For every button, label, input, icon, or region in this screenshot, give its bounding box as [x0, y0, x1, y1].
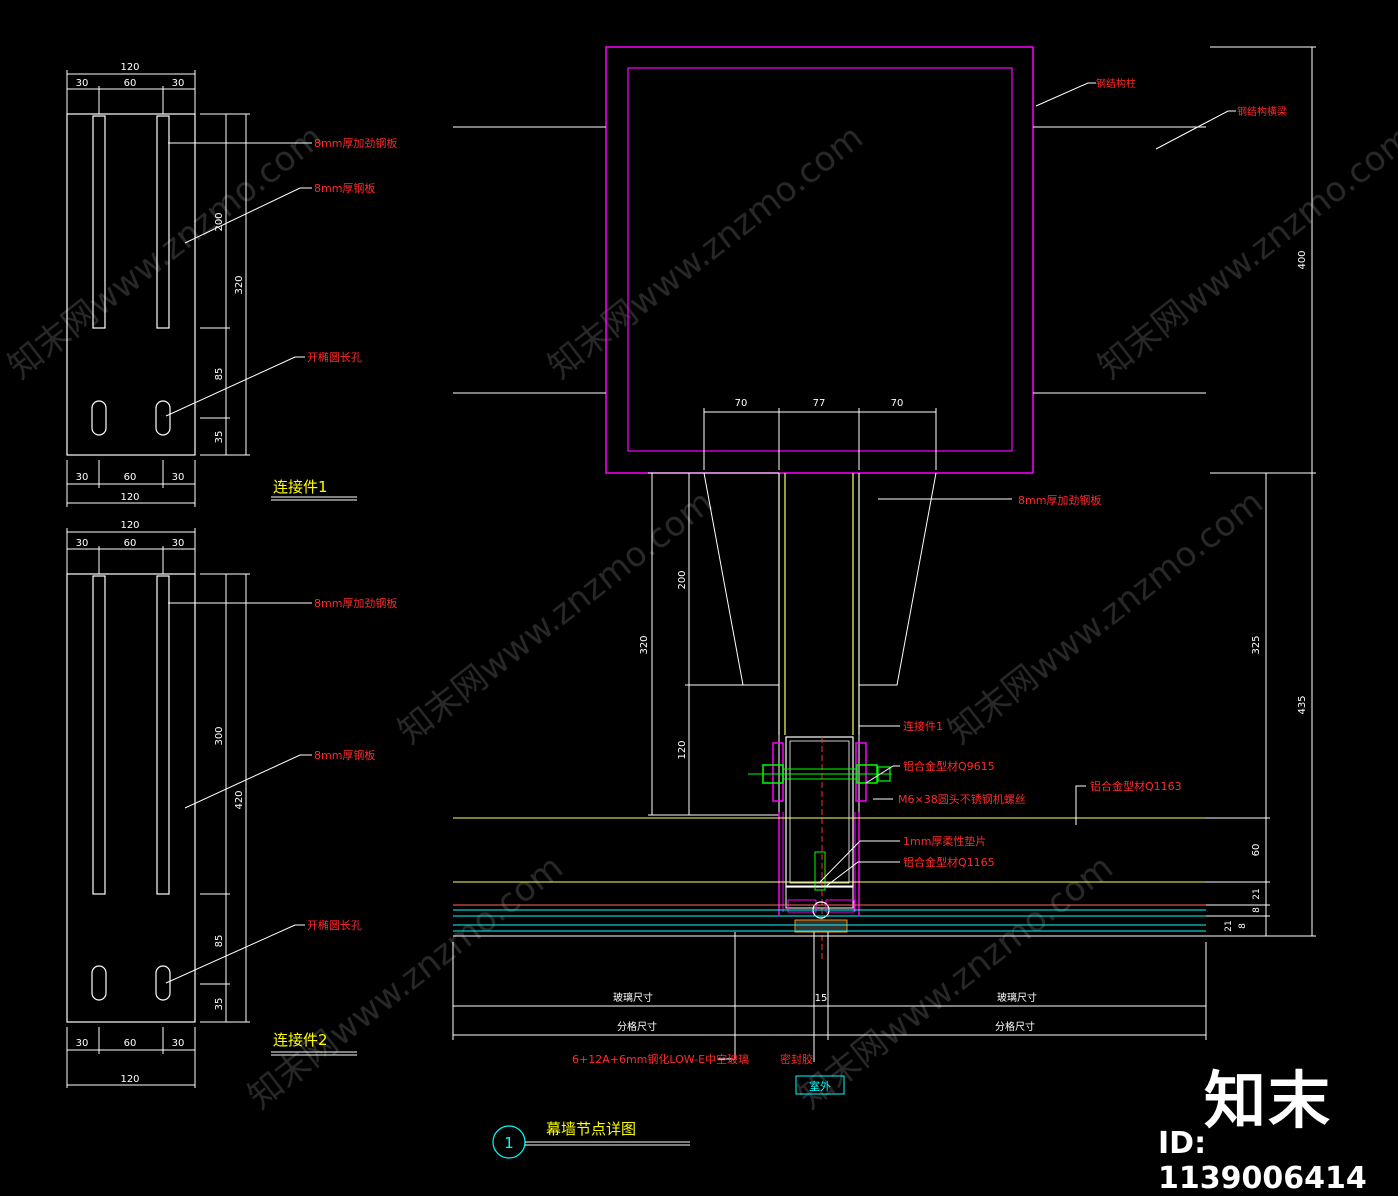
node-dim-60: 60 — [1251, 844, 1262, 857]
label-steel-column: 钢结构柱 — [1096, 77, 1136, 90]
label-glass: 6+12A+6mm钢化LOW-E中空玻璃 — [572, 1052, 749, 1066]
p1-dim-200: 200 — [214, 212, 225, 231]
curtain-wall-node-detail: 钢结构柱 钢结构横梁 70 77 70 8mm厚加劲钢板 — [452, 46, 1316, 1095]
svg-text:知末网www.znzmo.com: 知末网www.znzmo.com — [241, 847, 571, 1117]
node-top-dim-c: 70 — [891, 398, 904, 409]
p2-dim-85: 85 — [214, 935, 225, 948]
connector-1-title: 连接件1 — [273, 478, 328, 496]
p1-top-total: 120 — [120, 62, 139, 73]
p1-bot-total: 120 — [120, 492, 139, 503]
p2-dim-420: 420 — [234, 790, 245, 809]
p2-dim-35: 35 — [214, 998, 225, 1011]
svg-text:知末网www.znzmo.com: 知末网www.znzmo.com — [791, 847, 1121, 1117]
node-dim-320: 320 — [639, 635, 650, 654]
node-top-dim-a: 70 — [735, 398, 748, 409]
node-dim-325: 325 — [1251, 635, 1262, 654]
p2-label-plate: 8mm厚钢板 — [314, 748, 375, 762]
label-sealant: 密封胶 — [780, 1052, 813, 1066]
p1-label-stiffener: 8mm厚加劲钢板 — [314, 136, 397, 150]
node-dim-200: 200 — [677, 570, 688, 589]
p1-top-a: 30 — [76, 78, 89, 89]
svg-text:知末网www.znzmo.com: 知末网www.znzmo.com — [541, 117, 871, 387]
svg-text:知末网www.znzmo.com: 知末网www.znzmo.com — [1091, 117, 1398, 387]
p1-dim-35: 35 — [214, 431, 225, 444]
diagonal-watermark: 知末网www.znzmo.com 知末网www.znzmo.com 知末网www… — [1, 117, 1398, 1117]
node-dim-glass-right: 玻璃尺寸 — [997, 991, 1037, 1004]
p1-dim-85: 85 — [214, 368, 225, 381]
p1-top-b: 60 — [124, 78, 137, 89]
p2-top-c: 30 — [172, 538, 185, 549]
watermark-logo: 知末 — [1204, 1064, 1333, 1137]
p1-label-oval: 开椭圆长孔 — [307, 350, 362, 364]
p1-bot-b: 60 — [124, 472, 137, 483]
p2-label-stiffener: 8mm厚加劲钢板 — [314, 596, 397, 610]
connector-2-title: 连接件2 — [273, 1031, 328, 1049]
node-dim-120: 120 — [677, 740, 688, 759]
watermark-id: ID: 1139006414 — [1158, 1126, 1367, 1196]
p1-top-c: 30 — [172, 78, 185, 89]
insulated-glass — [453, 904, 1206, 937]
p1-bot-a: 30 — [76, 472, 89, 483]
p2-label-oval: 开椭圆长孔 — [307, 918, 362, 932]
label-connector-1: 连接件1 — [903, 720, 943, 733]
p1-dim-320: 320 — [234, 275, 245, 294]
p2-top-total: 120 — [120, 520, 139, 531]
node-dim-435: 435 — [1297, 695, 1308, 714]
label-profile-q1165: 铝合金型材Q1165 — [903, 855, 995, 869]
connector-2-drawing: 120 30 60 30 300 420 85 35 8mm厚加劲钢板 8mm厚… — [66, 520, 397, 1088]
p2-top-a: 30 — [76, 538, 89, 549]
drawing-title: 幕墙节点详图 — [546, 1120, 636, 1138]
node-dim-21b: 21 — [1224, 920, 1234, 931]
label-steel-beam: 钢结构横梁 — [1237, 105, 1287, 118]
p2-bot-a: 30 — [76, 1038, 89, 1049]
label-gasket: 1mm厚柔性垫片 — [903, 834, 986, 848]
title-block: 1 幕墙节点详图 — [492, 1120, 690, 1159]
label-node-stiffener: 8mm厚加劲钢板 — [1018, 493, 1101, 507]
steel-column — [605, 46, 1034, 474]
p1-label-plate: 8mm厚钢板 — [314, 181, 375, 195]
node-dim-grid-left: 分格尺寸 — [617, 1020, 657, 1033]
label-bolt: M6×38圆头不锈钢机螺丝 — [898, 792, 1026, 806]
p2-dim-300: 300 — [214, 726, 225, 745]
p1-bot-c: 30 — [172, 472, 185, 483]
node-dim-glass-left: 玻璃尺寸 — [613, 991, 653, 1004]
svg-text:知末网www.znzmo.com: 知末网www.znzmo.com — [391, 482, 721, 752]
exterior-tag: 室外 — [809, 1079, 831, 1093]
node-dim-gap: 15 — [815, 993, 828, 1004]
node-dim-8a: 8 — [1252, 907, 1262, 913]
aluminium-mullion — [785, 736, 854, 888]
node-dim-21a: 21 — [1252, 888, 1262, 899]
title-number: 1 — [504, 1134, 514, 1152]
node-dim-grid-right: 分格尺寸 — [995, 1020, 1035, 1033]
p2-bot-b: 60 — [124, 1038, 137, 1049]
p2-bot-total: 120 — [120, 1074, 139, 1085]
svg-text:知末网www.znzmo.com: 知末网www.znzmo.com — [1, 117, 331, 387]
label-mullion-q1163: 铝合金型材Q1163 — [1090, 779, 1182, 793]
connector-1-drawing: 120 30 60 30 200 320 85 35 8mm厚加 — [66, 62, 397, 507]
node-dim-400: 400 — [1297, 250, 1308, 269]
p2-top-b: 60 — [124, 538, 137, 549]
svg-text:知末网www.znzmo.com: 知末网www.znzmo.com — [941, 482, 1271, 752]
node-dim-8b: 8 — [1238, 923, 1248, 929]
node-top-dim-b: 77 — [813, 398, 826, 409]
label-profile-q9615: 铝合金型材Q9615 — [903, 759, 995, 773]
p2-bot-c: 30 — [172, 1038, 185, 1049]
